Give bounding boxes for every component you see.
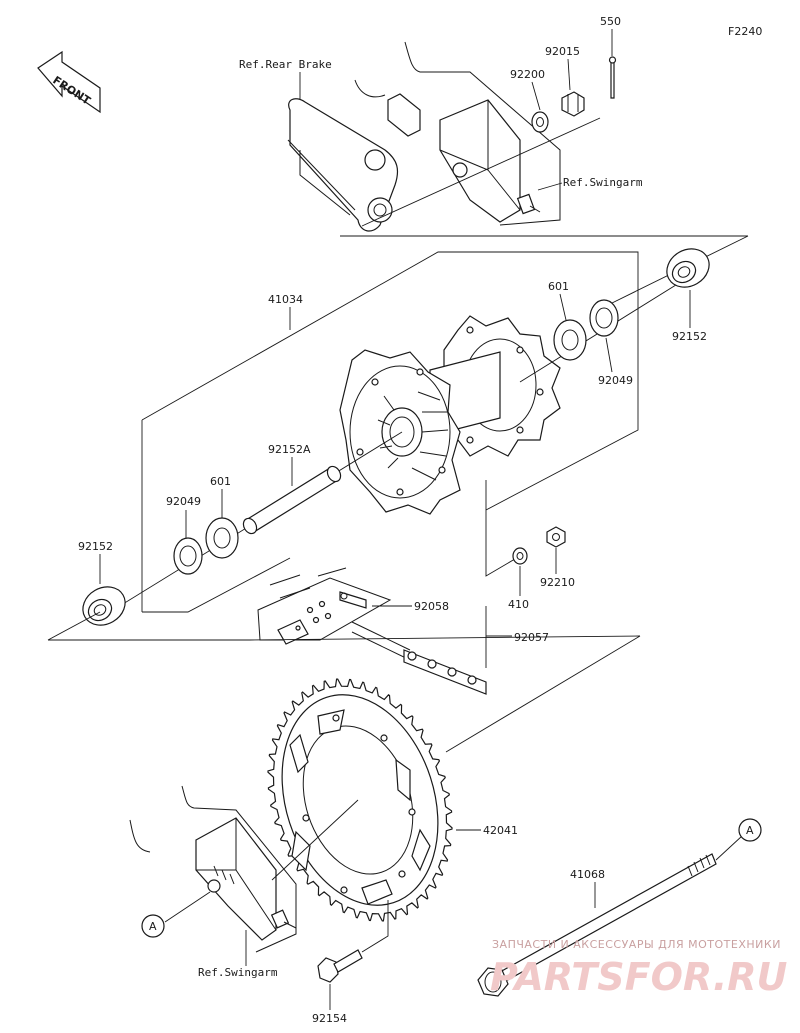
collar-92152-left	[82, 586, 126, 626]
svg-text:A: A	[746, 824, 754, 837]
label-92210: 92210	[540, 576, 575, 589]
label-92049-right: 92049	[598, 374, 633, 387]
rear-axle-41068	[477, 853, 717, 997]
label-601-left: 601	[210, 475, 231, 488]
oil-seal-92049-left	[173, 537, 203, 575]
label-92015: 92015	[545, 45, 580, 58]
callout-a-bottom: A	[141, 914, 165, 938]
label-92152-right: 92152	[672, 330, 707, 343]
svg-text:A: A	[149, 920, 157, 933]
figure-code: F2240	[728, 25, 762, 38]
castle-nut-92015	[561, 91, 585, 117]
swingarm-bottom-group	[129, 785, 297, 953]
spacer-92152A	[242, 465, 342, 535]
washer-410	[512, 547, 528, 565]
label-550: 550	[600, 15, 621, 28]
label-92049-left: 92049	[166, 495, 201, 508]
cotter-pin-550	[608, 56, 617, 99]
wheel-hub-41034	[339, 315, 561, 515]
swingarm-top-group: Ref.Swingarm Ref.Rear Brake	[239, 41, 643, 232]
ref-swingarm-bottom: Ref.Swingarm	[198, 966, 278, 979]
ref-swingarm-top: Ref.Swingarm	[563, 176, 643, 189]
label-92154: 92154	[312, 1012, 347, 1025]
label-92152A: 92152A	[268, 443, 311, 456]
label-92058: 92058	[414, 600, 449, 613]
chain-joint-92058	[257, 577, 392, 645]
drive-chain-92057	[269, 567, 487, 695]
bearing-601-left	[205, 517, 239, 559]
label-601-right: 601	[548, 280, 569, 293]
label-92152-left: 92152	[78, 540, 113, 553]
rear-sprocket-42041	[267, 678, 453, 922]
nut-92210	[546, 526, 566, 548]
bearing-601-right	[553, 319, 587, 361]
callout-a-top: A	[738, 818, 762, 842]
label-41034: 41034	[268, 293, 303, 306]
washer-92200	[531, 111, 549, 133]
watermark-brand: PARTSFOR.RU	[490, 955, 788, 999]
ref-rear-brake: Ref.Rear Brake	[239, 58, 332, 71]
label-92200: 92200	[510, 68, 545, 81]
bolt-92154	[317, 949, 363, 983]
front-arrow-icon: FRONT	[37, 50, 101, 114]
oil-seal-92049-right	[589, 299, 619, 337]
label-42041: 42041	[483, 824, 518, 837]
label-41068: 41068	[570, 868, 605, 881]
collar-92152-right	[666, 248, 710, 288]
watermark-tagline: ЗАПЧАСТИ И АКСЕССУАРЫ ДЛЯ МОТОТЕХНИКИ	[492, 938, 781, 951]
label-410: 410	[508, 598, 529, 611]
